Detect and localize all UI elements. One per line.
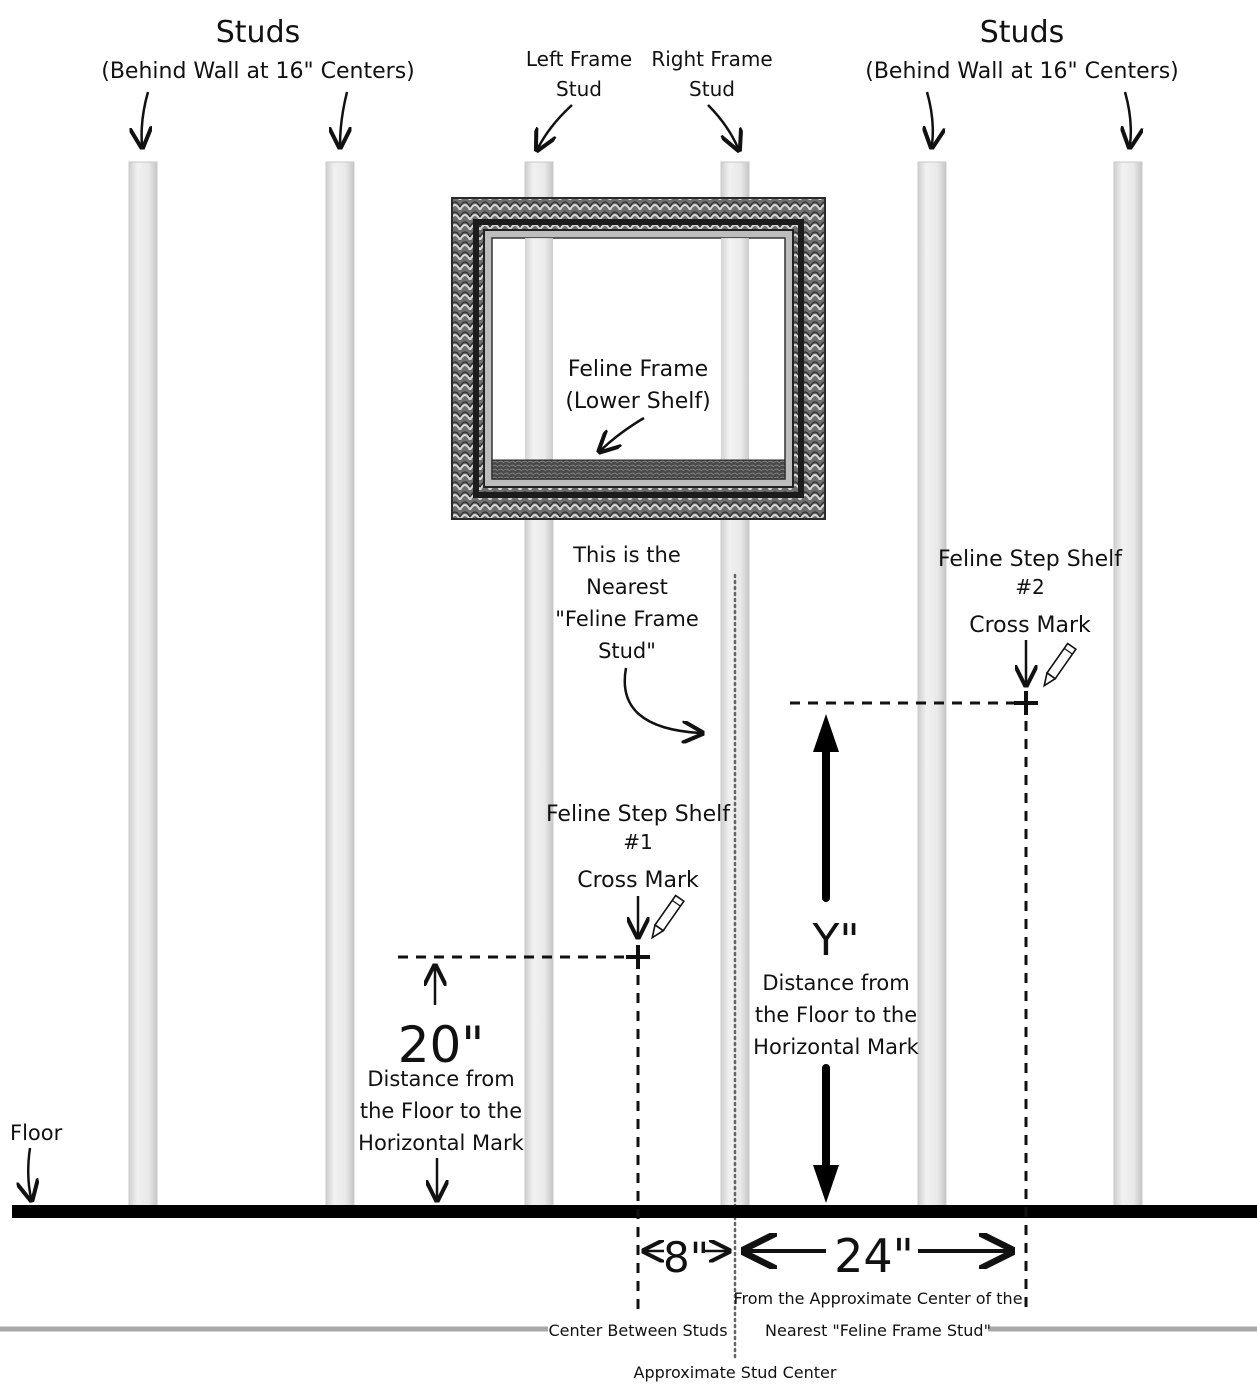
left-frame-stud-label: Left Frame	[526, 47, 632, 71]
h20-arrows	[435, 968, 437, 1198]
shelf2-cross-mark	[1014, 691, 1038, 715]
dim-24-label: 24"	[834, 1229, 914, 1283]
h20-desc-3: Horizontal Mark	[358, 1131, 525, 1155]
right-frame-stud-label: Right Frame	[651, 47, 772, 71]
nearest-stud-label-3: "Feline Frame	[555, 607, 699, 631]
center-between-studs-label: Center Between Studs	[548, 1321, 727, 1340]
shelf1-marks	[398, 945, 650, 1310]
shelf2-label-3: Cross Mark	[969, 613, 1091, 638]
h20-desc-2: the Floor to the	[360, 1099, 522, 1123]
studs-title-right: Studs	[980, 15, 1065, 50]
shelf1-cross-mark	[626, 945, 650, 969]
pencil-icon	[1043, 642, 1077, 688]
y-value-label: Y"	[811, 915, 859, 966]
studs	[128, 161, 1143, 1207]
y-desc-1: Distance from	[762, 971, 909, 995]
h20-value-label: 20"	[398, 1016, 485, 1074]
stud-5	[917, 161, 947, 1207]
shelf1-label-2: #1	[623, 830, 652, 854]
floor-line	[12, 1205, 1257, 1218]
approx-stud-center-label: Approximate Stud Center	[634, 1363, 837, 1382]
dim-8-label: 8"	[663, 1233, 709, 1282]
stud-6	[1113, 161, 1143, 1207]
studs-title-left: Studs	[216, 15, 301, 50]
nearest-stud-label-4: Stud"	[598, 639, 656, 663]
h20-desc-1: Distance from	[367, 1067, 514, 1091]
shelf1-label-3: Cross Mark	[577, 868, 699, 893]
right-frame-stud-label-2: Stud	[689, 77, 735, 101]
label-arrows	[28, 91, 1131, 1198]
shelf2-label-1: Feline Step Shelf	[938, 547, 1123, 572]
nearest-stud-label-1: This is the	[572, 543, 681, 567]
left-frame-stud-label-2: Stud	[556, 77, 602, 101]
shelf1-label-1: Feline Step Shelf	[546, 802, 731, 827]
y-desc-3: Horizontal Mark	[753, 1035, 920, 1059]
stud-2	[325, 161, 355, 1207]
feline-frame-label: Feline Frame	[568, 357, 708, 382]
y-desc-2: the Floor to the	[755, 1003, 917, 1027]
studs-subtitle-left: (Behind Wall at 16" Centers)	[101, 59, 415, 84]
feline-frame-label-2: (Lower Shelf)	[565, 389, 710, 414]
floor-label: Floor	[10, 1121, 63, 1145]
y-dimension-arrows	[813, 714, 839, 1203]
feline-frame	[451, 197, 826, 520]
pencil-icon	[651, 894, 685, 940]
lower-shelf	[491, 459, 786, 480]
stud-1	[128, 161, 158, 1207]
from-center-label-2: Nearest "Feline Frame Stud"	[765, 1321, 991, 1340]
from-center-label-1: From the Approximate Center of the	[733, 1289, 1022, 1308]
studs-subtitle-right: (Behind Wall at 16" Centers)	[865, 59, 1179, 84]
shelf2-label-2: #2	[1015, 575, 1044, 599]
nearest-stud-label-2: Nearest	[586, 575, 668, 599]
shelf2-marks	[790, 691, 1038, 1310]
